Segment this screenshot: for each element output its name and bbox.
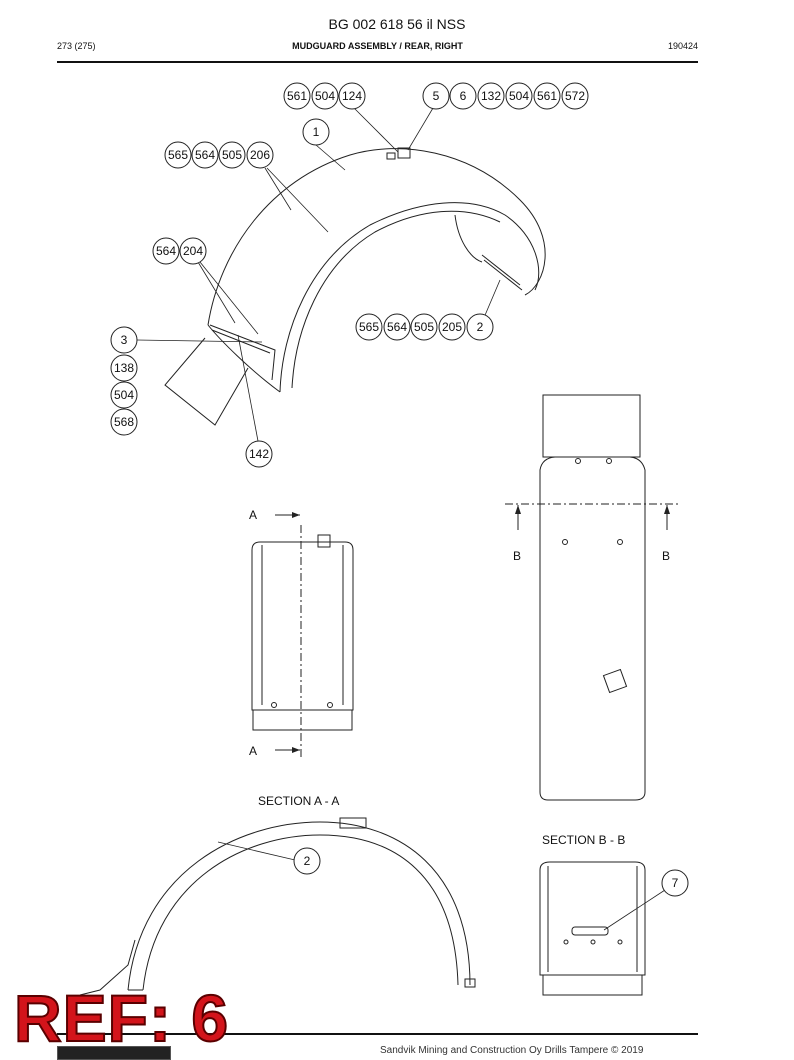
callout: 505 — [414, 320, 434, 334]
callout-group-right: 565 564 505 205 2 — [355, 313, 494, 341]
page-number: 273 (275) — [57, 41, 96, 51]
document-code: 190424 — [667, 41, 698, 51]
callout-group-upper-left: 565 564 505 206 — [164, 141, 274, 169]
header-divider — [57, 61, 698, 63]
callout: 568 — [114, 415, 134, 429]
callout-group-left-column: 3 138 504 568 — [110, 326, 138, 436]
callout: 561 — [537, 89, 557, 103]
callout: 138 — [114, 361, 134, 375]
leader-lines — [136, 104, 501, 442]
callout: 124 — [342, 89, 362, 103]
callout-section-b: 7 — [672, 876, 679, 890]
assembly-name: MUDGUARD ASSEMBLY / REAR, RIGHT — [292, 41, 463, 51]
callout: 5 — [433, 89, 440, 103]
mudguard-inner-edge — [291, 210, 501, 389]
callout: 132 — [481, 89, 501, 103]
callout: 564 — [156, 244, 176, 258]
label-section-a: SECTION A - A — [258, 794, 339, 808]
callout: 204 — [183, 244, 203, 258]
callout: 504 — [315, 89, 335, 103]
label-b-left: B — [513, 549, 521, 563]
callout: 205 — [442, 320, 462, 334]
document-title: BG 002 618 56 il NSS — [328, 16, 466, 32]
label-b-right: B — [662, 549, 670, 563]
callout: 572 — [565, 89, 585, 103]
section-b-box — [539, 861, 666, 996]
ref-overlay-label: REF: 6 — [13, 981, 230, 1055]
side-view-b — [505, 394, 680, 801]
mudflap — [164, 337, 249, 426]
callout-group-top-left: 561 504 124 — [283, 82, 366, 110]
callout: 564 — [195, 148, 215, 162]
mudguard-iso-view — [164, 147, 546, 426]
callout: 565 — [168, 148, 188, 162]
label-a-top: A — [249, 508, 257, 522]
callout: 504 — [509, 89, 529, 103]
callout-group-mid-left: 564 204 — [152, 237, 207, 265]
callout: 561 — [287, 89, 307, 103]
mudguard-outer-edge — [207, 148, 546, 326]
callout: 505 — [222, 148, 242, 162]
section-a-arc — [79, 817, 476, 996]
callout: 2 — [477, 320, 484, 334]
label-a-bottom: A — [249, 744, 257, 758]
mudguard-front-edge — [279, 202, 540, 393]
callout: 504 — [114, 388, 134, 402]
label-section-b: SECTION B - B — [542, 833, 625, 847]
footer-copyright: Sandvik Mining and Construction Oy Drill… — [380, 1045, 644, 1056]
callout-bubbles: 561 504 124 5 6 132 504 561 572 1 565 56… — [110, 82, 689, 897]
callout: 3 — [121, 333, 128, 347]
callout: 564 — [387, 320, 407, 334]
callout-section-a: 2 — [304, 854, 311, 868]
callout: 565 — [359, 320, 379, 334]
callout-part-1: 1 — [313, 125, 320, 139]
callout-142: 142 — [249, 447, 269, 461]
footer-divider — [57, 1033, 698, 1035]
callout: 206 — [250, 148, 270, 162]
callout: 6 — [460, 89, 467, 103]
callout-group-top-right: 5 6 132 504 561 572 — [422, 82, 589, 110]
front-view-a — [251, 514, 354, 760]
